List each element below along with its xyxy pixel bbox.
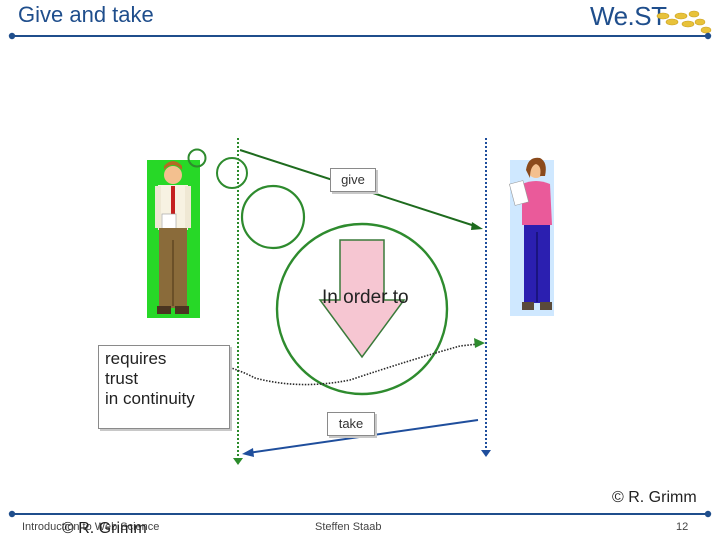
header-rule-dot-right <box>704 32 712 40</box>
wheat-logo-icon <box>656 10 712 34</box>
footer-course: Introduction to Web Science <box>22 521 160 533</box>
requires-line-1: requires <box>105 349 167 368</box>
west-logo-text: We.ST <box>590 1 667 31</box>
woman-taker-figure <box>509 157 554 316</box>
taker-timeline-arrowhead <box>481 450 491 457</box>
footer-rule-dot-left <box>8 510 16 518</box>
footer-author: Steffen Staab <box>315 521 382 533</box>
take-arrowhead <box>242 448 254 457</box>
man-giver-figure <box>147 160 200 318</box>
slide-title: Give and take <box>18 2 154 27</box>
give-label: give <box>330 168 376 192</box>
image-credit: © R. Grimm <box>612 489 697 506</box>
continuity-arrowhead <box>474 338 485 348</box>
giver-timeline-arrowhead <box>233 458 243 465</box>
big-thought-circle <box>275 222 449 396</box>
large-thought-circle <box>240 184 306 250</box>
take-label: take <box>327 412 375 436</box>
footer-rule-dot-right <box>704 510 712 518</box>
requires-line-3: in continuity <box>105 389 195 408</box>
requires-trust-box: requires trust in continuity <box>98 345 230 429</box>
take-arrow <box>247 419 479 454</box>
footer-credit: © R. Grimm <box>62 520 147 537</box>
header-rule-dot-left <box>8 32 16 40</box>
in-order-to-label: In order to <box>322 287 409 308</box>
medium-thought-circle <box>216 157 248 189</box>
give-arrowhead <box>471 222 483 230</box>
small-thought-circle <box>187 148 207 168</box>
page-number: 12 <box>676 521 689 533</box>
requires-line-2: trust <box>105 369 139 388</box>
in-order-to-arrow <box>318 239 406 359</box>
continuity-curve <box>217 343 479 386</box>
